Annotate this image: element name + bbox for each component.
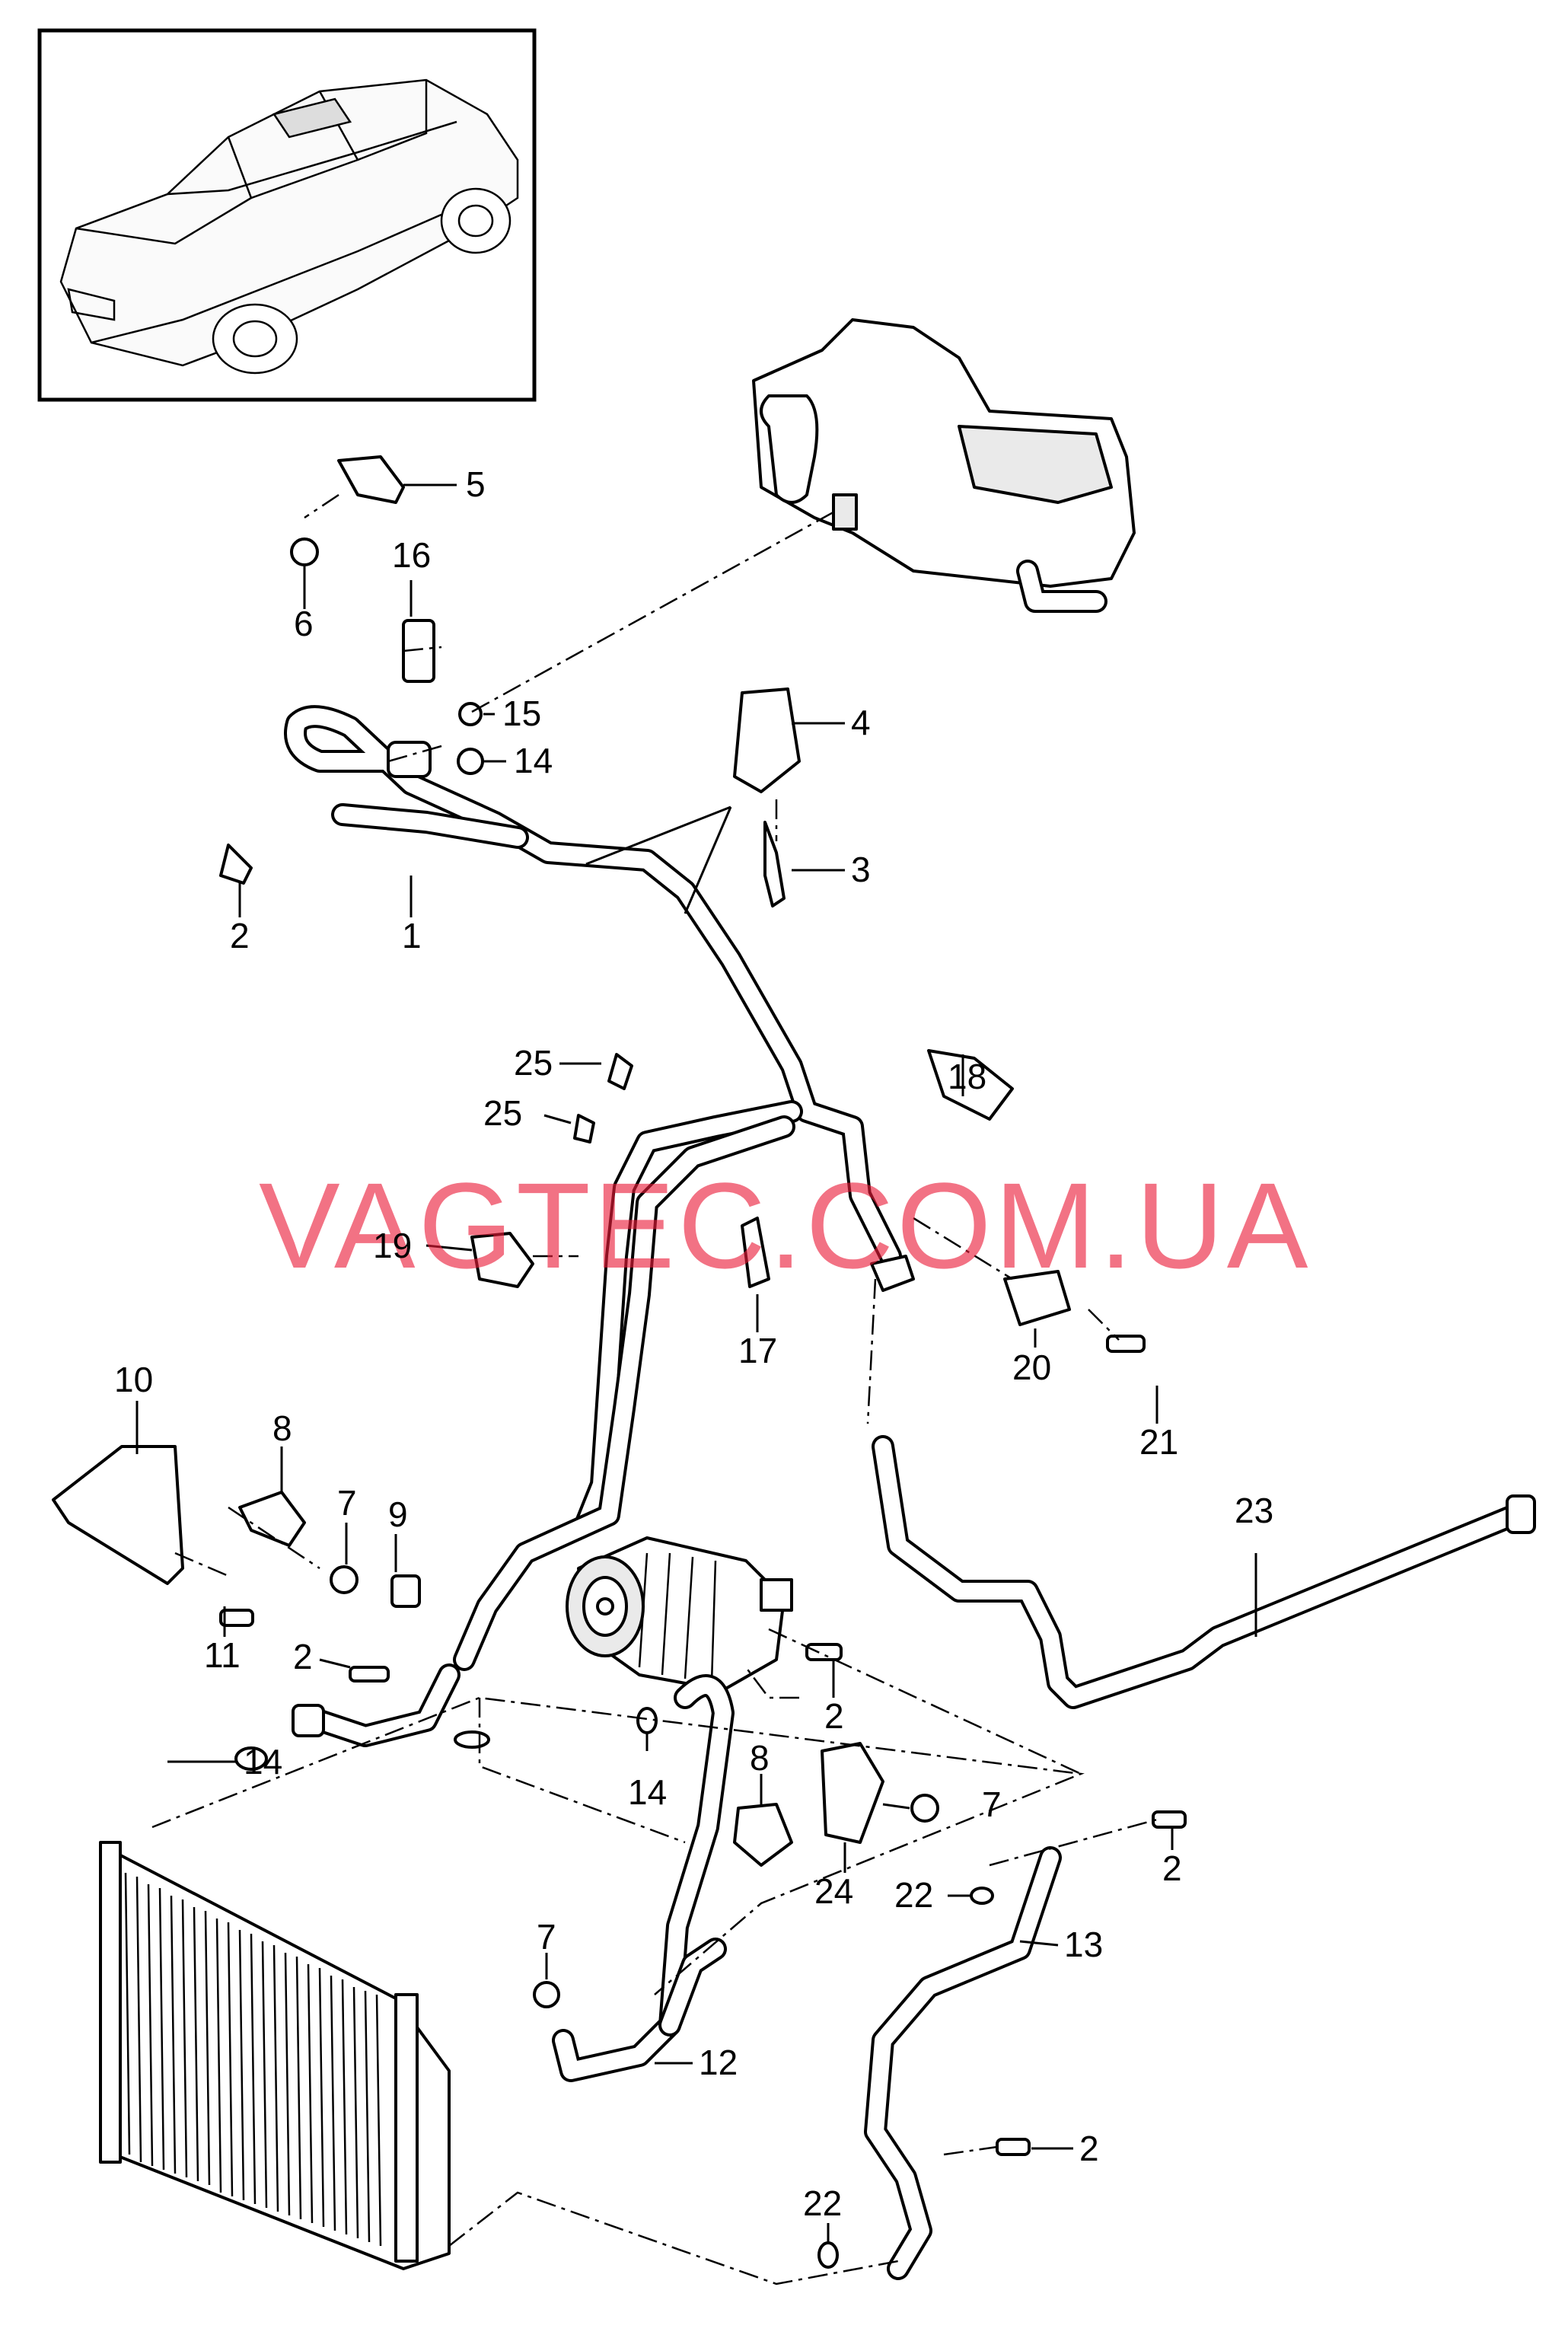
callout-6: 6	[294, 604, 314, 643]
callout-4: 4	[851, 703, 871, 742]
callout-25: 25	[483, 1093, 522, 1133]
callout-2: 2	[230, 916, 250, 955]
callout-18: 18	[948, 1057, 986, 1096]
callout-labels: 5 6 16 15 14 4 3 2 1 25 25 18 19 17 20 2…	[114, 464, 1273, 2223]
condenser	[99, 1841, 451, 2270]
callout-7: 7	[537, 1917, 556, 1957]
ac-compressor	[566, 1536, 793, 1692]
callout-21: 21	[1139, 1422, 1178, 1462]
vehicle-thumbnail	[37, 28, 537, 402]
callout-2: 2	[1079, 2129, 1099, 2168]
callout-16: 16	[392, 535, 431, 575]
callout-19: 19	[373, 1226, 412, 1265]
callout-12: 12	[699, 2043, 738, 2082]
connection-lines	[151, 493, 1158, 2285]
hose-23	[872, 1435, 1536, 1709]
callout-17: 17	[738, 1331, 777, 1370]
callout-14: 14	[244, 1742, 282, 1781]
hose-assembly-1	[284, 705, 902, 1747]
callout-7: 7	[982, 1785, 1002, 1824]
callout-20: 20	[1012, 1348, 1051, 1387]
callout-5: 5	[466, 464, 486, 504]
callout-1: 1	[402, 916, 422, 955]
callout-24: 24	[814, 1871, 853, 1911]
callout-14: 14	[628, 1772, 667, 1812]
callout-11: 11	[204, 1635, 241, 1675]
callout-13: 13	[1064, 1925, 1103, 1964]
callout-22: 22	[803, 2183, 842, 2223]
callout-9: 9	[388, 1494, 408, 1534]
callout-14: 14	[514, 741, 553, 780]
callout-23: 23	[1235, 1491, 1273, 1530]
hose-12	[552, 1674, 735, 2082]
callout-3: 3	[851, 850, 871, 889]
callout-25: 25	[514, 1043, 553, 1083]
callout-22: 22	[894, 1875, 933, 1915]
callout-2: 2	[293, 1637, 313, 1676]
watermark-text: VAGTEC.COM.UA	[259, 1157, 1311, 1293]
hvac-unit	[752, 318, 1136, 613]
callout-2: 2	[1162, 1848, 1182, 1888]
callout-8: 8	[750, 1738, 770, 1778]
callout-8: 8	[272, 1408, 292, 1448]
callout-2: 2	[824, 1696, 844, 1736]
hose-13	[864, 1846, 1062, 2280]
leader-lines	[135, 483, 1257, 2242]
callout-15: 15	[502, 694, 541, 733]
callout-10: 10	[114, 1360, 153, 1399]
callout-7: 7	[337, 1483, 357, 1523]
